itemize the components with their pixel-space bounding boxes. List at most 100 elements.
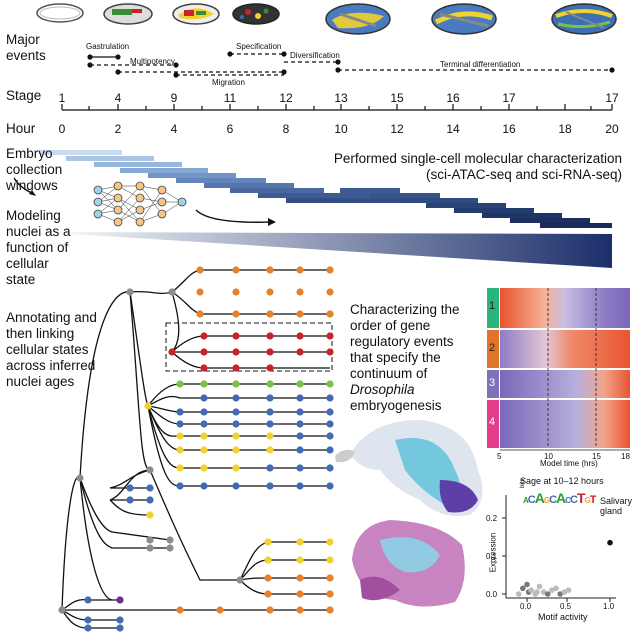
event-specification: Specification bbox=[236, 42, 282, 51]
performed-line2: (sci-ATAC-seq and sci-RNA-seq) bbox=[425, 167, 622, 182]
logo-letter: T bbox=[589, 494, 597, 506]
logo-letter: G bbox=[543, 496, 550, 505]
tree-node bbox=[266, 420, 274, 428]
umap-plot-2 bbox=[352, 520, 465, 607]
tree-node bbox=[232, 432, 240, 440]
modeling-label: Modeling nuclei as a function of cellula… bbox=[6, 208, 71, 287]
event-terminal: Terminal differentiation bbox=[440, 60, 521, 69]
tree-node bbox=[146, 536, 154, 544]
tree-node bbox=[84, 624, 92, 632]
heatmap-group-2: 2 bbox=[489, 342, 496, 354]
scatter-xtick-0: 0.0 bbox=[520, 602, 532, 611]
characterizing-line6: Drosophila bbox=[350, 382, 415, 397]
highlight-box bbox=[165, 322, 333, 372]
scatter-point bbox=[515, 591, 522, 597]
tree-node bbox=[266, 332, 274, 340]
tree-node bbox=[200, 446, 208, 454]
hour-tick-5: 10 bbox=[334, 122, 348, 136]
tree-node bbox=[296, 332, 304, 340]
characterizing-line7: embryogenesis bbox=[350, 398, 442, 413]
tree-node bbox=[296, 606, 304, 614]
tree-node bbox=[326, 288, 334, 296]
heatmap-xtick-15: 15 bbox=[592, 452, 601, 461]
tree-node bbox=[116, 616, 124, 624]
tree-node bbox=[326, 266, 334, 274]
logo-letter: C bbox=[527, 494, 536, 506]
logo-letter: C bbox=[569, 494, 578, 506]
scatter-point bbox=[607, 539, 613, 546]
tree-node bbox=[232, 380, 240, 388]
tree-node bbox=[296, 310, 304, 318]
tree-node bbox=[326, 446, 334, 454]
tree-node bbox=[232, 464, 240, 472]
tree-node bbox=[264, 590, 272, 598]
stage-tick-5: 13 bbox=[334, 91, 348, 105]
logo-letter: C bbox=[565, 496, 571, 505]
tree-node bbox=[232, 408, 240, 416]
scatter-point bbox=[553, 585, 559, 592]
tree-node bbox=[266, 364, 274, 372]
embryo-icon-2 bbox=[103, 3, 153, 25]
logo-letter: A bbox=[534, 490, 545, 506]
tree-node bbox=[76, 474, 84, 482]
tree-node bbox=[326, 482, 334, 490]
tree-node bbox=[296, 590, 304, 598]
scatter-xtick-1: 0.5 bbox=[560, 602, 572, 611]
tree-node bbox=[126, 484, 134, 492]
scatter-point bbox=[524, 581, 530, 588]
heatmap-xtick-5: 5 bbox=[497, 452, 502, 461]
embryo-icon-7 bbox=[551, 3, 617, 35]
tree-node bbox=[176, 408, 184, 416]
tree-node bbox=[266, 606, 274, 614]
tree-node bbox=[296, 556, 304, 564]
scatter-axes bbox=[502, 495, 616, 602]
tree-node bbox=[296, 464, 304, 472]
tree-node bbox=[264, 538, 272, 546]
tree-node bbox=[232, 266, 240, 274]
tree-node bbox=[326, 310, 334, 318]
scatter-ytick-0: 0.0 bbox=[486, 590, 498, 599]
logo-letter: C bbox=[549, 494, 557, 506]
tree-node bbox=[200, 348, 208, 356]
tree-node bbox=[326, 394, 334, 402]
embryo-icon-5 bbox=[325, 3, 391, 35]
stage-tick-6: 15 bbox=[390, 91, 404, 105]
tree-node bbox=[216, 606, 224, 614]
heatmap-group-1: 1 bbox=[489, 300, 496, 312]
heatmap bbox=[500, 288, 630, 451]
scatter-xlabel: Motif activity bbox=[538, 612, 588, 622]
stage-tick-8: 17 bbox=[502, 91, 516, 105]
scatter-point bbox=[534, 589, 540, 595]
tree-node bbox=[196, 266, 204, 274]
tree-node bbox=[296, 380, 304, 388]
tree-node bbox=[166, 544, 174, 552]
stage-tick-7: 16 bbox=[446, 91, 460, 105]
tree-node bbox=[326, 606, 334, 614]
tree-node bbox=[146, 544, 154, 552]
heatmap-xlabel: Model time (hrs) bbox=[540, 459, 598, 468]
hour-tick-1: 2 bbox=[114, 122, 122, 136]
scatter-ytick-1: 0.1 bbox=[486, 552, 498, 561]
tree-node bbox=[266, 348, 274, 356]
tree-node bbox=[296, 574, 304, 582]
tree-node bbox=[168, 348, 176, 356]
tree-node bbox=[200, 432, 208, 440]
hour-tick-7: 14 bbox=[446, 122, 460, 136]
scatter-point bbox=[536, 583, 543, 590]
tree-node bbox=[266, 408, 274, 416]
tree-node bbox=[200, 394, 208, 402]
scatter-title: Sage at 10–12 hours bbox=[520, 476, 604, 486]
arrow-head-2 bbox=[268, 218, 276, 226]
hour-tick-9: 18 bbox=[558, 122, 572, 136]
event-diversification: Diversification bbox=[290, 51, 340, 60]
tree-node bbox=[296, 288, 304, 296]
hour-tick-6: 12 bbox=[390, 122, 404, 136]
tree-node bbox=[84, 616, 92, 624]
tree-node bbox=[326, 464, 334, 472]
tree-node bbox=[326, 590, 334, 598]
tree-node bbox=[266, 394, 274, 402]
tree-node bbox=[200, 482, 208, 490]
tree-node bbox=[326, 420, 334, 428]
performed-line1: Performed single-cell molecular characte… bbox=[333, 151, 622, 166]
tree-node bbox=[196, 288, 204, 296]
